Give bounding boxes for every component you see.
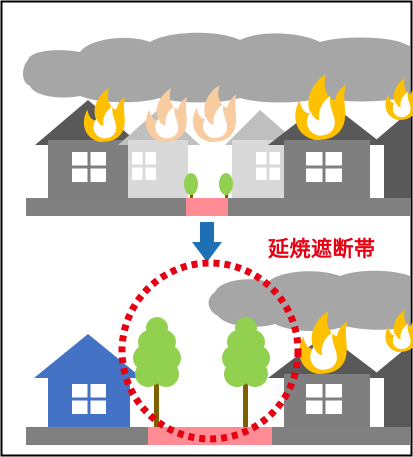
bottom-panel [26,259,413,445]
top-panel [23,32,413,216]
small-tree-1 [184,173,198,198]
firebreak-label: 延焼遮断帯 [268,237,376,261]
down-arrow-icon [192,222,222,262]
smoke-cloud-bottom [208,270,410,332]
firebreak-strip-top [186,198,228,216]
tree-left [133,317,181,427]
tree-right [222,317,270,427]
house-burning-5 [268,334,411,427]
house-burning-2 [118,108,200,198]
firebreak-highlight-circle [118,259,302,443]
house-safe [34,334,142,427]
smoke-cloud-top [23,32,410,103]
small-tree-2 [219,173,233,198]
